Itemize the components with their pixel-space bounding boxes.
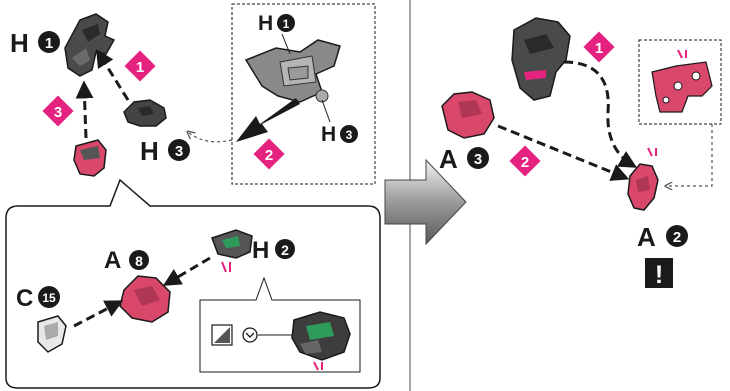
badge-a8-number: 8 xyxy=(129,250,149,270)
sticker-part xyxy=(651,61,713,113)
svg-text:3: 3 xyxy=(175,143,183,160)
badge-h3-number: 3 xyxy=(168,139,190,161)
attention-marks-a2 xyxy=(647,147,657,157)
svg-text:1: 1 xyxy=(595,40,603,57)
badge-a2-number: 2 xyxy=(666,225,688,247)
arrow-step3 xyxy=(75,80,94,139)
arrow-right-step1 xyxy=(563,60,638,168)
part-h3 xyxy=(123,99,167,127)
label-h3: H xyxy=(140,136,159,166)
right-step-badge-1: 1 xyxy=(583,31,615,63)
label-a3: A xyxy=(439,144,458,174)
arrow-right-step2 xyxy=(497,124,630,181)
part-a2 xyxy=(627,163,659,211)
svg-text:3: 3 xyxy=(54,104,62,121)
svg-text:3: 3 xyxy=(474,151,482,168)
badge-h1-number: 1 xyxy=(38,31,60,53)
svg-text:2: 2 xyxy=(521,154,529,171)
detail-leader-h3 xyxy=(321,99,331,123)
detail-leader-h1 xyxy=(281,33,291,55)
arrow-right-icon xyxy=(384,158,467,246)
attention-marks-sub xyxy=(313,361,323,371)
part-right-dark xyxy=(511,17,571,101)
label-a2: A xyxy=(637,222,656,252)
detail-step-badge-2: 2 xyxy=(253,138,285,170)
svg-text:2: 2 xyxy=(265,147,273,164)
svg-text:3: 3 xyxy=(346,128,353,142)
detail-badge-h3-number: 3 xyxy=(340,125,358,143)
svg-text:2: 2 xyxy=(281,242,289,258)
svg-text:!: ! xyxy=(655,261,663,289)
rotate-icon xyxy=(242,327,258,343)
attention-marks-sticker xyxy=(677,49,687,59)
svg-text:1: 1 xyxy=(136,59,144,76)
part-h2 xyxy=(211,229,253,259)
detail-part-h1 xyxy=(244,39,341,103)
label-a8: A xyxy=(104,247,121,274)
warning-icon: ! xyxy=(645,258,673,289)
right-step-badge-2: 2 xyxy=(509,145,541,177)
svg-text:1: 1 xyxy=(283,17,290,31)
svg-text:2: 2 xyxy=(673,229,681,246)
sub-inset-part-h2 xyxy=(291,311,351,361)
label-c15: C xyxy=(16,285,33,312)
svg-text:15: 15 xyxy=(42,291,56,305)
attention-marks-h2 xyxy=(221,261,231,273)
label-h2: H xyxy=(252,237,269,264)
arrow-step1 xyxy=(96,48,130,101)
step-badge-3: 3 xyxy=(42,95,74,127)
part-h1 xyxy=(64,13,116,77)
detail-label-h1: H xyxy=(258,12,273,35)
arrow-h2-to-a8 xyxy=(162,256,211,286)
part-red-small xyxy=(73,139,107,177)
step-badge-1: 1 xyxy=(124,50,156,82)
arrow-c15-to-a8 xyxy=(73,300,124,328)
badge-c15-number: 15 xyxy=(38,286,60,308)
badge-a3-number: 3 xyxy=(467,147,489,169)
part-a3 xyxy=(441,91,495,139)
label-h1: H xyxy=(10,28,29,58)
part-c15 xyxy=(37,315,67,353)
badge-h2-number: 2 xyxy=(275,239,295,259)
detail-badge-h1-number: 1 xyxy=(277,14,295,32)
detail-push-arrow xyxy=(236,98,300,142)
detail-label-h3: H xyxy=(321,123,336,146)
arrow-sticker-pointer xyxy=(666,124,713,186)
svg-text:1: 1 xyxy=(45,35,53,52)
svg-text:8: 8 xyxy=(135,253,143,269)
part-a8 xyxy=(119,275,171,323)
corner-icon xyxy=(211,324,233,346)
arrow-detail-pointer xyxy=(188,132,233,143)
